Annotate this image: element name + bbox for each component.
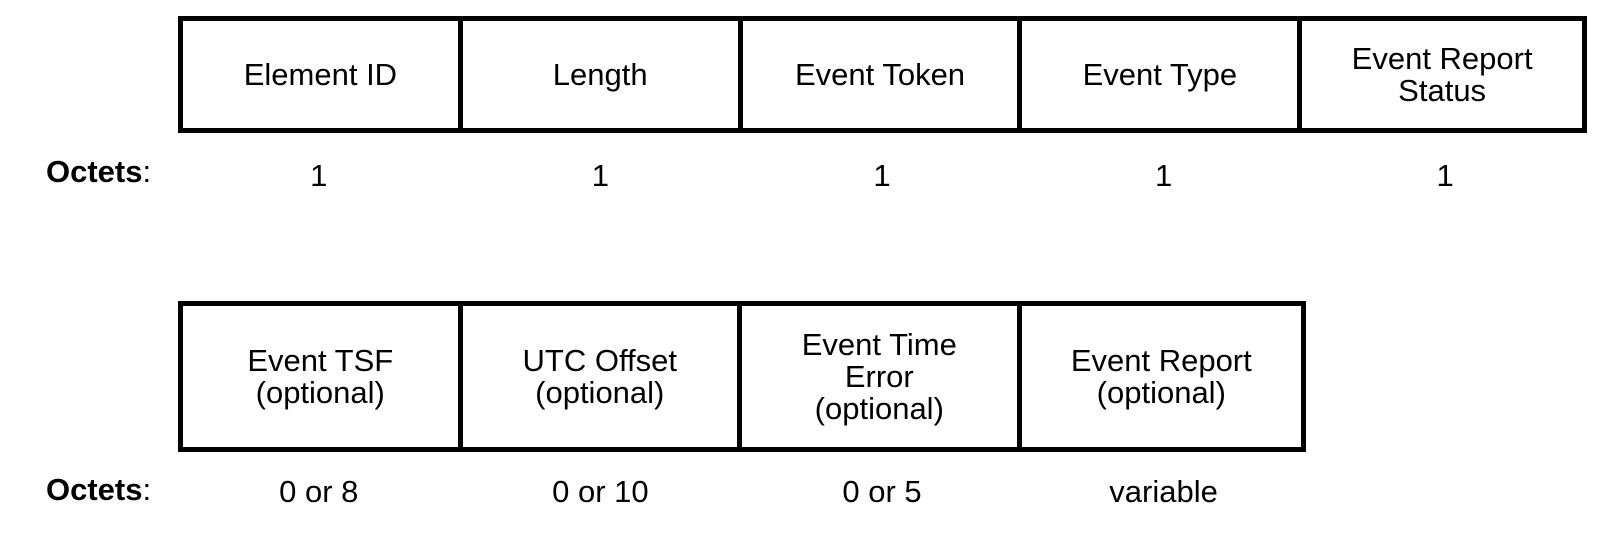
field-element-id: Element ID: [183, 21, 463, 128]
field-event-tsf: Event TSF (optional): [183, 306, 463, 447]
octets-event-report-status: 1: [1436, 158, 1454, 193]
field-utc-offset: UTC Offset (optional): [463, 306, 743, 447]
field-event-report-status: Event Report Status: [1351, 40, 1533, 108]
octets-event-tsf: 0 or 8: [279, 474, 359, 509]
frame-format-row-1: Element ID Length Event Token Event Type…: [178, 16, 1587, 133]
octets-event-token: 1: [873, 158, 891, 193]
octets-length: 1: [591, 158, 610, 193]
octets-event-time-error: 0 or 5: [842, 474, 922, 509]
octets-row-1: 1 1 1 1 1: [178, 158, 1586, 194]
octets-label-row-1: Octets:: [46, 154, 152, 189]
octets-element-id: 1: [310, 158, 328, 193]
field-length: Length: [463, 21, 743, 128]
octets-row-2: 0 or 8 0 or 10 0 or 5 variable: [178, 474, 1304, 510]
frame-format-row-2: Event TSF (optional) UTC Offset (optiona…: [178, 301, 1306, 452]
octets-event-type: 1: [1154, 158, 1173, 193]
field-event-type: Event Type: [1022, 21, 1303, 128]
octets-utc-offset: 0 or 10: [552, 474, 649, 509]
field-event-report: Event Report (optional): [1070, 342, 1252, 410]
octets-label-row-2: Octets:: [46, 472, 152, 507]
field-event-time-error: Event Time Error (optional): [742, 306, 1022, 447]
field-event-token: Event Token: [743, 21, 1023, 128]
octets-event-report: variable: [1109, 474, 1218, 509]
